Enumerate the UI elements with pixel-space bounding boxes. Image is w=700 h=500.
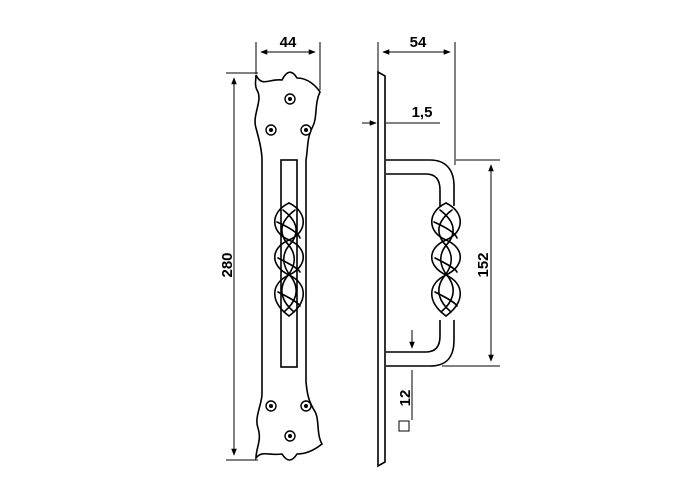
twist-ornament-side: [426, 202, 466, 320]
label-plate-length: 280: [219, 252, 236, 277]
front-view: 280 44: [219, 34, 324, 461]
label-handle-length: 152: [475, 252, 492, 277]
top-screw-holes: [265, 93, 312, 136]
label-overall-depth: 54: [410, 34, 427, 51]
dimension-bar-section: 12: [397, 330, 415, 432]
plate-outline: [254, 71, 324, 461]
dimension-overall-depth: 54: [377, 34, 456, 165]
label-bar-section: 12: [397, 390, 414, 407]
label-plate-width: 44: [280, 34, 297, 51]
dimension-plate-length: 280: [219, 72, 258, 461]
handle-bar-front: [280, 159, 298, 368]
bottom-screw-holes: [265, 400, 312, 442]
label-plate-thickness: 1,5: [412, 104, 433, 121]
side-view: 54 1,5 152 12: [362, 34, 500, 468]
plate-side: [377, 70, 386, 468]
dimension-plate-width: 44: [255, 34, 321, 90]
twist-ornament-front: [273, 202, 305, 317]
dimension-plate-thickness: 1,5: [362, 104, 440, 126]
dimension-handle-length: 152: [442, 159, 500, 367]
square-section-symbol: [398, 420, 410, 432]
